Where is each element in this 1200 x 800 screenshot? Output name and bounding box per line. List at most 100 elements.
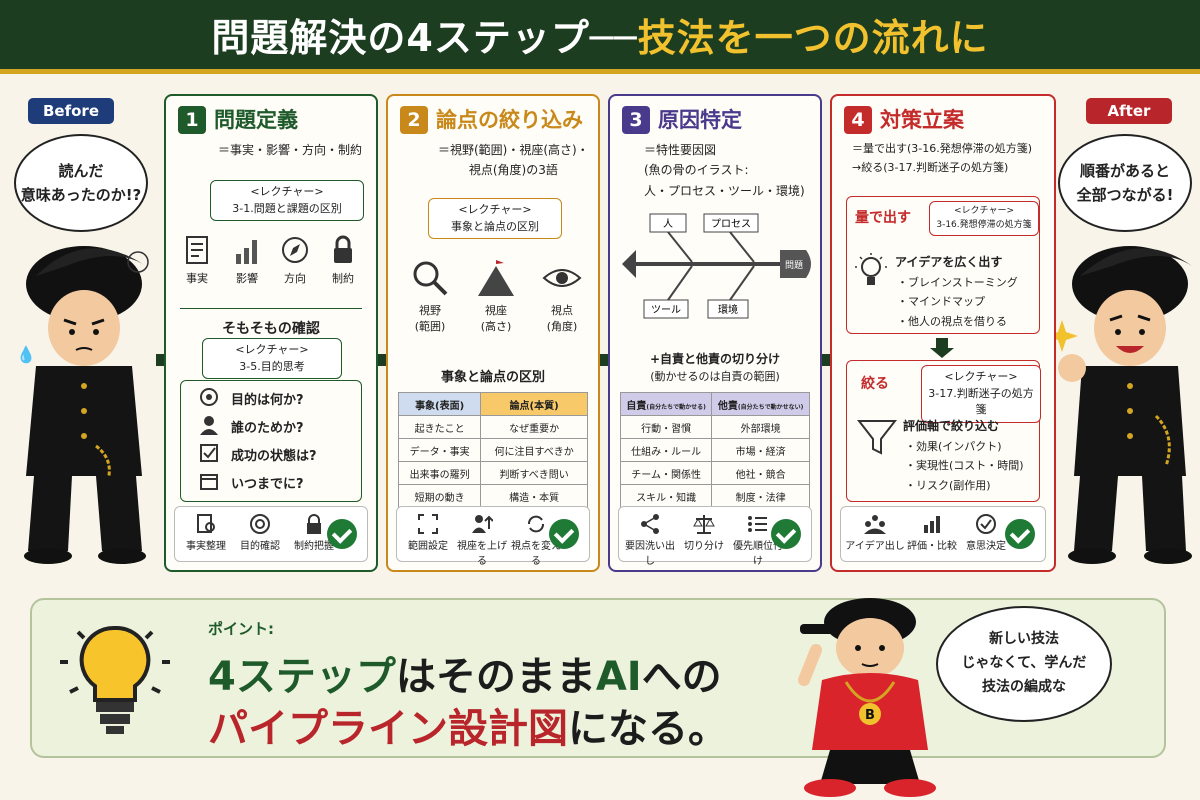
icon-label: 方向 xyxy=(284,272,306,285)
step3-desc: ＝特性要因図(魚の骨のイラスト:人・プロセス・ツール・環境) xyxy=(644,140,805,201)
question-list: 目的は何か? 誰のためか? 成功の状態は? いつまでに? xyxy=(180,380,362,502)
lock-icon xyxy=(307,514,321,534)
point-line2: パイプライン設計図になる。 xyxy=(208,696,728,754)
table-header: 論点(本質) xyxy=(480,392,588,416)
step1-number: 1 xyxy=(178,106,206,134)
mascot-bubble-line: 新しい技法 xyxy=(988,631,1059,648)
table-cell: 行動・習慣 xyxy=(619,415,713,439)
step4-footer: アイデア出し 評価・比較 意思決定 xyxy=(840,506,1046,562)
step2-desc: ＝視野(範囲)・視座(高さ)・視点(角度)の3語 xyxy=(438,140,589,181)
mascot-badge-letter: B xyxy=(865,708,875,723)
footer-item: 制約把握 xyxy=(287,513,341,552)
check-icon xyxy=(549,519,579,549)
after-speech-bubble: 順番があると全部つながる! xyxy=(1058,134,1192,232)
desc-line: 人・プロセス・ツール・環境) xyxy=(644,183,805,198)
step4-desc: ＝量で出す(3-16.発想停滞の処方箋)→絞る(3-17.判断迷子の処方箋) xyxy=(852,140,1032,177)
quantity-title: 量で出す xyxy=(855,210,911,226)
step2-number: 2 xyxy=(400,106,428,134)
table-cell: 短期の動き xyxy=(397,484,482,508)
before-badge: Before xyxy=(28,98,114,124)
fish-label: 環境 xyxy=(718,303,738,316)
table-cell: スキル・知識 xyxy=(619,484,713,508)
lecture-head: <レクチャー> xyxy=(944,370,1018,383)
table-cell: データ・事実 xyxy=(397,438,482,462)
lightbulb-icon xyxy=(855,253,887,285)
footer-label: 範囲設定 xyxy=(408,541,448,552)
lecture-head: <レクチャー> xyxy=(954,206,1014,216)
question-item: 成功の状態は? xyxy=(231,449,317,464)
fishbone-diagram: 人 プロセス ツール 環境 問題 xyxy=(622,213,811,319)
icon-label: 視座 xyxy=(485,304,507,317)
quantity-list: ・ブレインストーミング・マインドマップ・他人の視点を借りる xyxy=(897,273,1018,331)
nodes-icon xyxy=(641,514,659,534)
step2-card: 2 論点の絞り込み ＝視野(範囲)・視座(高さ)・視点(角度)の3語 <レクチャ… xyxy=(386,94,600,572)
footer-item: 評価・比較 xyxy=(905,513,959,552)
magnifier-icon: 視野(範囲) xyxy=(400,258,460,334)
table-header-text: 自責 xyxy=(626,400,647,412)
footer-label: 優先順位付け xyxy=(733,541,783,567)
footer-label: 事実整理 xyxy=(186,541,226,552)
footer-label: 視座を上げる xyxy=(457,541,507,567)
table-title: 事象と論点の区別 xyxy=(440,370,545,385)
step4-card: 4 対策立案 ＝量で出す(3-16.発想停滞の処方箋)→絞る(3-17.判断迷子… xyxy=(830,94,1056,572)
table-cell: チーム・関係性 xyxy=(619,461,713,485)
check-icon xyxy=(1005,519,1035,549)
point-text: 4ステップ xyxy=(208,654,396,700)
footer-item: 優先順位付け xyxy=(731,513,785,567)
table-cell: 判断すべき問い xyxy=(480,461,588,485)
step4-number: 4 xyxy=(844,106,872,134)
footer-item: 視座を上げる xyxy=(455,513,509,567)
narrow-list: ・効果(インパクト)・実現性(コスト・時間)・リスク(副作用) xyxy=(905,437,1024,495)
point-line1: 4ステップはそのままAIへの xyxy=(208,644,722,702)
narrow-heading: 評価軸で絞り込む xyxy=(903,419,1000,433)
step3-card: 3 原因特定 ＝特性要因図(魚の骨のイラスト:人・プロセス・ツール・環境) 人 … xyxy=(608,94,822,572)
fish-label: ツール xyxy=(651,305,681,316)
question-item: 目的は何か? xyxy=(231,393,304,408)
footer-item: アイデア出し xyxy=(845,513,905,552)
icon-label: 視点 xyxy=(551,304,573,317)
table-cell: 外部環境 xyxy=(711,415,810,439)
table-cell: 仕組み・ルール xyxy=(619,438,713,462)
step4-title: 対策立案 xyxy=(880,108,964,132)
quantity-box: 量で出す <レクチャー>3-16.発想停滞の処方箋 アイデアを広く出す ・ブレイ… xyxy=(846,196,1040,334)
down-arrow-icon xyxy=(936,338,948,348)
after-badge: After xyxy=(1086,98,1172,124)
list-item: ・他人の視点を借りる xyxy=(897,314,1007,328)
footer-label: 制約把握 xyxy=(294,541,334,552)
list-item: ・ブレインストーミング xyxy=(897,276,1018,289)
narrow-title: 絞る xyxy=(861,376,889,392)
icon-label: 事実 xyxy=(186,272,208,285)
fact-icon: 事実 xyxy=(172,234,222,286)
bar-chart-icon xyxy=(924,516,940,533)
table-row: 行動・習慣外部環境 xyxy=(619,415,810,439)
lecture-body: 3-1.問題と課題の区別 xyxy=(232,201,342,215)
point-text: はそのまま xyxy=(395,654,596,700)
table-header: 他責(自分たちで動かせない) xyxy=(711,392,810,416)
table-header-text: 他責 xyxy=(717,400,738,412)
footer-label: 要因洗い出し xyxy=(625,541,675,567)
desc-line: ＝特性要因図 xyxy=(644,143,717,157)
mountain-icon: 視座 (高さ) xyxy=(466,258,526,334)
before-student-character: 💧 xyxy=(16,246,149,564)
icon-label: (高さ) xyxy=(480,320,512,333)
after-bubble-line: 全部つながる! xyxy=(1076,186,1174,204)
table-row: 短期の動き構造・本質 xyxy=(397,484,588,508)
icon-label: (角度) xyxy=(546,320,578,333)
calendar-icon xyxy=(200,474,218,490)
target-icon xyxy=(200,388,218,406)
header-banner: 問題解決の4ステップ── 技法を一つの流れに xyxy=(0,0,1200,74)
point-text: になる。 xyxy=(568,706,728,752)
icon-label: 影響 xyxy=(236,272,258,285)
person-up-icon xyxy=(472,515,493,533)
after-student-character xyxy=(1046,246,1192,564)
list-item: ・実現性(コスト・時間) xyxy=(905,459,1024,473)
eye-icon: 視点 (角度) xyxy=(532,258,592,334)
split-subtitle: (動かせるのは自責の範囲) xyxy=(650,370,780,383)
step3-footer: 要因洗い出し 切り分け 優先順位付け xyxy=(618,506,812,567)
question-item: 誰のためか? xyxy=(231,421,304,436)
footer-label: 切り分け xyxy=(684,541,724,552)
point-text: への xyxy=(641,654,722,700)
desc-line: 視点(角度)の3語 xyxy=(468,163,558,178)
table-row: チーム・関係性他社・競合 xyxy=(619,461,810,485)
document-search-icon xyxy=(197,514,215,533)
